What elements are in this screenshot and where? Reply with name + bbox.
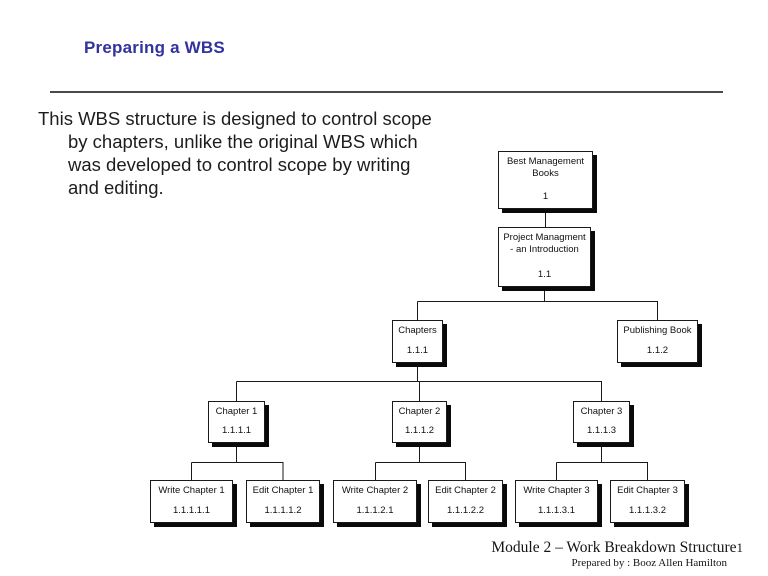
wbs-node-edit-chapter-1: Edit Chapter 1 1.1.1.1.2: [246, 480, 320, 523]
node-label: Edit Chapter 2: [435, 485, 496, 496]
node-code: 1.1.1.3.1: [538, 505, 575, 516]
footer-module-text: Module 2 – Work Breakdown Structure: [491, 539, 737, 556]
node-label: Edit Chapter 1: [252, 485, 314, 496]
body-line: and editing.: [68, 177, 164, 198]
node-label: Edit Chapter 3: [617, 485, 678, 496]
wbs-node-chapter-2: Chapter 2 1.1.1.2: [392, 401, 447, 443]
node-label: Best Management Books: [500, 156, 591, 179]
body-line: by chapters, unlike the original WBS whi…: [68, 131, 418, 152]
slide-title: Preparing a WBS: [84, 38, 225, 57]
node-code: 1.1.1.2.1: [356, 505, 394, 516]
wbs-node-edit-chapter-2: Edit Chapter 2 1.1.1.2.2: [428, 480, 503, 523]
wbs-node-chapter-1: Chapter 1 1.1.1.1: [208, 401, 265, 443]
node-code: 1.1.1.1.2: [264, 505, 302, 516]
wbs-node-write-chapter-3: Write Chapter 3 1.1.1.3.1: [515, 480, 598, 523]
wbs-node-best-management-books: Best Management Books 1: [498, 151, 593, 209]
wbs-node-project-managment: Project Managment - an Introduction 1.1: [498, 227, 591, 287]
node-label: Publishing Book: [623, 325, 692, 336]
wbs-node-chapters: Chapters 1.1.1: [392, 320, 443, 363]
wbs-node-publishing-book: Publishing Book 1.1.2: [617, 320, 698, 363]
node-label: Write Chapter 3: [523, 485, 590, 496]
node-code: 1.1.1: [406, 345, 429, 356]
title-divider-line: [50, 91, 723, 93]
node-code: 1.1.1.1: [221, 425, 252, 436]
wbs-node-edit-chapter-3: Edit Chapter 3 1.1.1.3.2: [610, 480, 685, 523]
node-label-line: Project Managment: [503, 232, 586, 243]
footer-module-line: Module 2 – Work Breakdown Structure1: [491, 539, 743, 557]
node-label: Chapter 1: [215, 406, 258, 417]
node-label: Chapters: [398, 325, 437, 336]
body-paragraph: This WBS structure is designed to contro…: [38, 107, 478, 199]
wbs-node-write-chapter-1: Write Chapter 1 1.1.1.1.1: [150, 480, 233, 523]
node-label: Chapter 2: [398, 406, 441, 417]
wbs-node-write-chapter-2: Write Chapter 2 1.1.1.2.1: [333, 480, 417, 523]
page-number: 1: [736, 540, 744, 555]
node-code: 1.1.1.2: [404, 425, 435, 436]
node-label: Chapter 3: [580, 406, 623, 417]
body-line: was developed to control scope by writin…: [68, 154, 411, 175]
node-code: 1.1: [537, 269, 552, 280]
node-code: 1.1.1.1.1: [173, 505, 210, 516]
node-label-line: - an Introduction: [510, 243, 579, 255]
node-label: Project Managment - an Introduction: [500, 232, 589, 255]
body-line: This WBS structure is designed to contro…: [38, 108, 432, 129]
footer-prepared-by: Prepared by : Booz Allen Hamilton: [571, 557, 728, 569]
node-code: 1.1.2: [646, 345, 669, 356]
node-label: Write Chapter 2: [341, 485, 409, 496]
node-label: Write Chapter 1: [158, 485, 225, 496]
node-label-line: Best Management: [506, 156, 585, 167]
node-code: 1.1.1.3.2: [629, 505, 666, 516]
node-label-line: Books: [532, 167, 559, 179]
node-code: 1.1.1.2.2: [447, 505, 484, 516]
node-code: 1.1.1.3: [586, 425, 617, 436]
node-code: 1: [542, 191, 549, 202]
wbs-node-chapter-3: Chapter 3 1.1.1.3: [573, 401, 630, 443]
